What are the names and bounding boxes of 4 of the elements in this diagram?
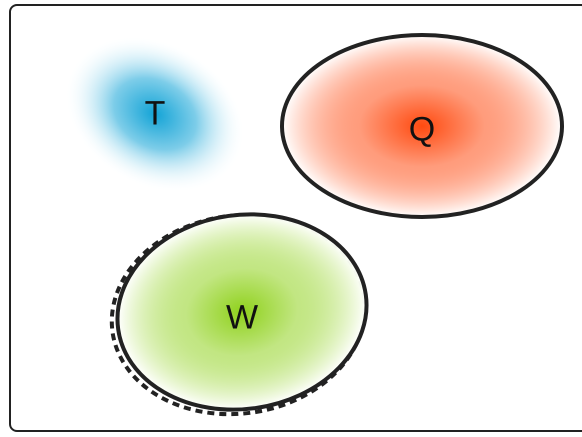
ellipse-label: W [226,298,258,338]
ellipse-shape [279,32,565,220]
ellipse-label: Q [408,110,436,150]
ellipse-label: T [144,94,166,134]
